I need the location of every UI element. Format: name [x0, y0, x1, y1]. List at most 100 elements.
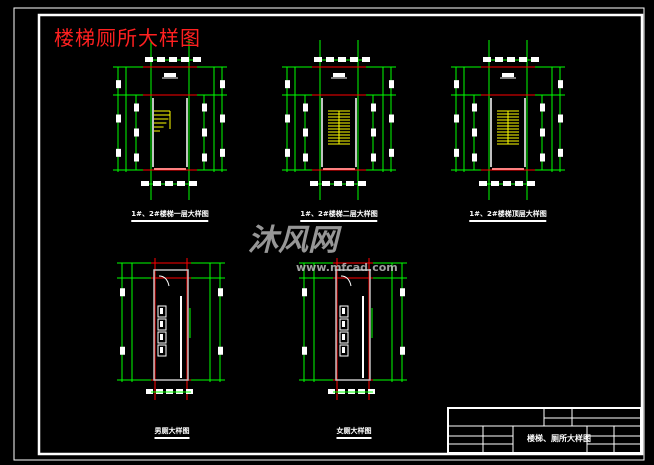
dimension-text: [540, 103, 545, 112]
toilet-stall: [157, 344, 167, 357]
dimension-text: [177, 181, 185, 186]
dimension-text: [302, 288, 307, 297]
dimension-text: [220, 114, 225, 123]
dimension-text: [371, 128, 376, 137]
dimension-text: [303, 103, 308, 112]
dimension-text: [515, 181, 523, 186]
toilet-fixture: [160, 321, 163, 327]
plan-stair-top: [451, 40, 565, 200]
toilet-fixture: [342, 334, 345, 340]
plan-toilet-men: [117, 258, 225, 400]
dimension-text: [371, 103, 376, 112]
elevation-text: [333, 73, 345, 77]
dimension-text: [454, 80, 459, 89]
plan-label-stair-top: 1#、2#楼梯顶层大样图: [469, 210, 547, 222]
dimension-text: [389, 148, 394, 157]
dimension-text: [202, 153, 207, 162]
dimension-text: [116, 80, 121, 89]
dimension-text: [531, 57, 539, 62]
toilet-fixture: [160, 347, 163, 353]
dimension-text: [558, 148, 563, 157]
plan-label-stair-typical: 1#、2#楼梯二层大样图: [300, 210, 378, 222]
dimension-text: [134, 153, 139, 162]
dimension-text: [303, 128, 308, 137]
dimension-text: [350, 57, 358, 62]
toilet-stall: [339, 318, 349, 331]
dimension-text: [120, 288, 125, 297]
toilet-stall: [157, 318, 167, 331]
door-swing: [340, 275, 352, 287]
dimension-text: [334, 181, 342, 186]
plan-label-toilet-men: 男厕大样图: [154, 427, 190, 439]
dimension-text: [454, 148, 459, 157]
dimension-text: [358, 181, 366, 186]
title-block: [447, 407, 642, 454]
toilet-fixture: [160, 334, 163, 340]
dimension-text: [540, 128, 545, 137]
wall: [152, 98, 154, 167]
dimension-text: [189, 181, 197, 186]
dimension-text: [400, 288, 405, 297]
dimension-text: [483, 57, 491, 62]
dimension-text: [169, 57, 177, 62]
toilet-fixture: [160, 308, 163, 314]
dimension-text: [134, 103, 139, 112]
dimension-text: [285, 80, 290, 89]
drawing-frame: [13, 7, 645, 461]
dimension-text: [218, 346, 223, 355]
dimension-text: [157, 57, 165, 62]
toilet-fixture: [342, 321, 345, 327]
dimension-text: [495, 57, 503, 62]
dimension-text: [400, 346, 405, 355]
dimension-text: [153, 181, 161, 186]
watermark-url: www.mfcad.com: [296, 261, 398, 274]
watermark-brand: 沐风网: [248, 223, 338, 258]
wall: [186, 98, 188, 167]
dimension-text: [479, 181, 487, 186]
title-block-drawing-name: 楼梯、厕所大样图: [527, 434, 591, 443]
dimension-text: [472, 153, 477, 162]
drawing-title: 楼梯厕所大样图: [54, 26, 201, 50]
plan-label-toilet-women: 女厕大样图: [336, 427, 372, 439]
dimension-text: [527, 181, 535, 186]
wall: [355, 98, 357, 167]
dimension-text: [491, 181, 499, 186]
dimension-text: [181, 57, 189, 62]
plan-label-stair-first: 1#、2#楼梯一层大样图: [131, 210, 209, 222]
dimension-text: [145, 57, 153, 62]
dimension-text: [389, 80, 394, 89]
dimension-text: [322, 181, 330, 186]
dimension-text: [519, 57, 527, 62]
plan-stair-typical: [282, 40, 396, 200]
dimension-text: [193, 57, 201, 62]
door-swing: [158, 275, 170, 287]
plan-toilet-women: [299, 258, 407, 400]
dimension-text: [338, 57, 346, 62]
dimension-text: [285, 148, 290, 157]
wall: [524, 98, 526, 167]
dimension-text: [285, 114, 290, 123]
elevation-text: [164, 73, 176, 77]
dimension-text: [141, 181, 149, 186]
dimension-text: [371, 153, 376, 162]
dimension-text: [314, 57, 322, 62]
dimension-text: [362, 57, 370, 62]
dimension-text: [454, 114, 459, 123]
toilet-stall: [339, 344, 349, 357]
dimension-text: [558, 80, 563, 89]
wall: [321, 98, 323, 167]
dimension-text: [540, 153, 545, 162]
dimension-text: [202, 103, 207, 112]
dimension-text: [303, 153, 308, 162]
dimension-text: [165, 181, 173, 186]
dimension-text: [558, 114, 563, 123]
toilet-fixture: [342, 308, 345, 314]
toilet-stall: [339, 305, 349, 318]
wall: [153, 269, 189, 381]
dimension-text: [328, 389, 335, 394]
toilet-stall: [157, 331, 167, 344]
dimension-text: [472, 128, 477, 137]
dimension-text: [220, 80, 225, 89]
dimension-text: [346, 181, 354, 186]
